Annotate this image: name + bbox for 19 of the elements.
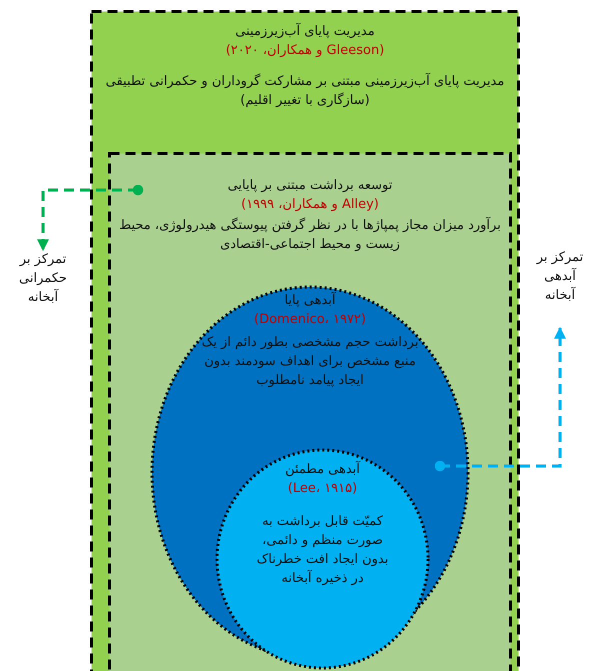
description: برآورد میزان مجاز پمپاژها با در نظر گرفتن پیوستگی هیدرولوژی، محیط زیست و محیط اجتماعی-اقتصادی [118, 216, 502, 254]
arrow [434, 326, 566, 472]
heading: مدیریت پایای آب‌زیرزمینی [234, 22, 376, 41]
description: برداشت حجم مشخصی بطور دائم از یک منبع مشخص برای اهداف سودمند بدون ایجاد پیامد نامطلوب [200, 334, 420, 390]
heading: آبدهی مطمئن [284, 460, 362, 479]
inner-box [108, 152, 512, 671]
description: مدیریت پایای آب‌زیرزمینی مبتنی بر مشارکت گروداران و حکمرانی تطبیقی (سازگاری با تغییر اقلیم) [104, 72, 506, 110]
arrow [37, 184, 144, 252]
heading: توسعه برداشت مبتنی بر پایایی [226, 177, 394, 195]
note-text: تمرکز بر آبدهی آبخانه [535, 249, 584, 305]
heading: آبدهی پایا [283, 291, 337, 310]
citation: (Alley و همکاران، ۱۹۹۹) [240, 196, 380, 214]
description: کمیّت قابل برداشت به صورت منظم و دائمی، بدون ایجاد افت خطرناک در ذخیره آبخانه [256, 513, 390, 588]
ellipse [215, 448, 430, 670]
citation: (Domenico، ۱۹۷۲) [253, 311, 367, 329]
citation: (Lee، ۱۹۱۵) [286, 480, 358, 498]
note-text: تمرکز بر حکمرانی آبخانه [18, 251, 68, 307]
outer-box [90, 10, 520, 671]
citation: (Gleeson و همکاران، ۲۰۲۰) [224, 42, 386, 60]
